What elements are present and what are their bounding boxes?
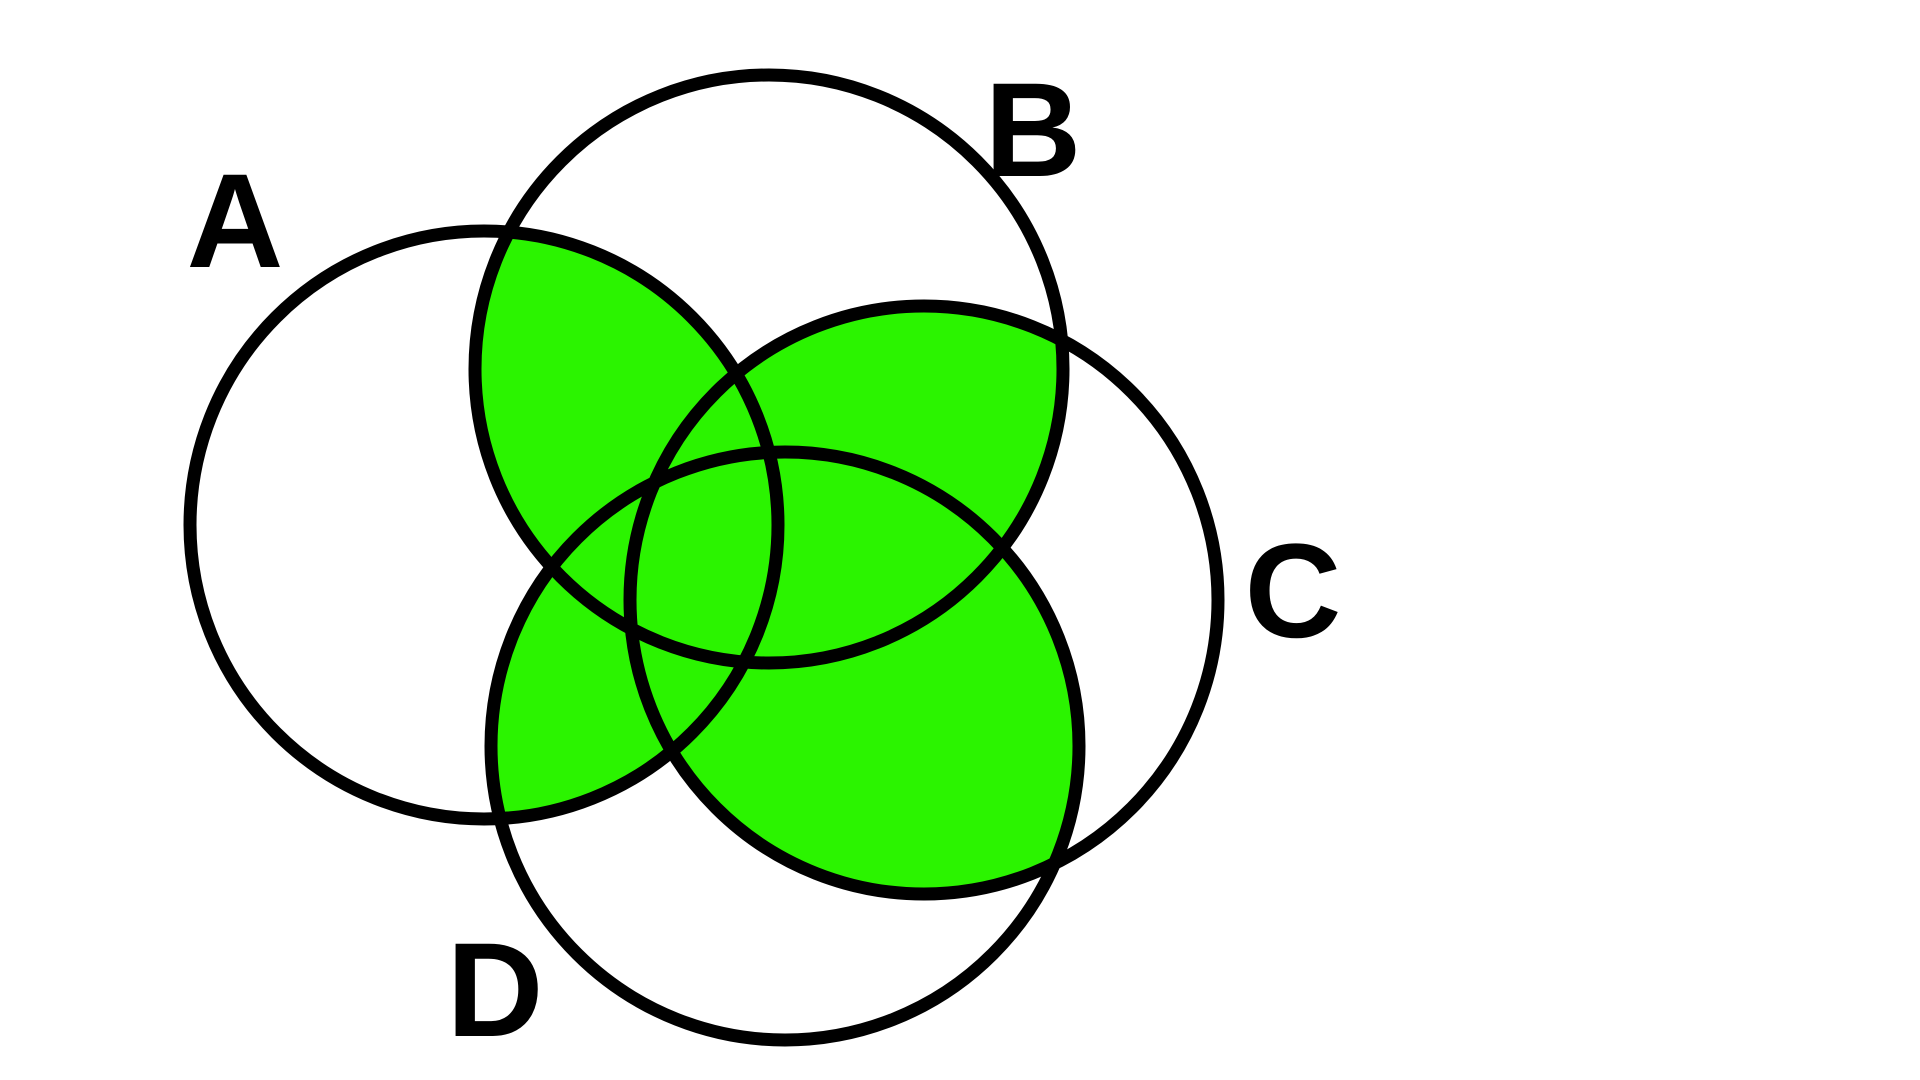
- set-label-C: C: [1245, 517, 1342, 666]
- set-C-circle-outline: [623, 299, 1225, 901]
- set-label-A: A: [187, 147, 284, 296]
- set-B-circle-outline: [468, 68, 1070, 670]
- set-label-D: D: [447, 916, 544, 1065]
- set-label-B: B: [985, 56, 1082, 205]
- set-A-circle-outline: [183, 224, 785, 826]
- set-D-circle-outline: [484, 445, 1086, 1047]
